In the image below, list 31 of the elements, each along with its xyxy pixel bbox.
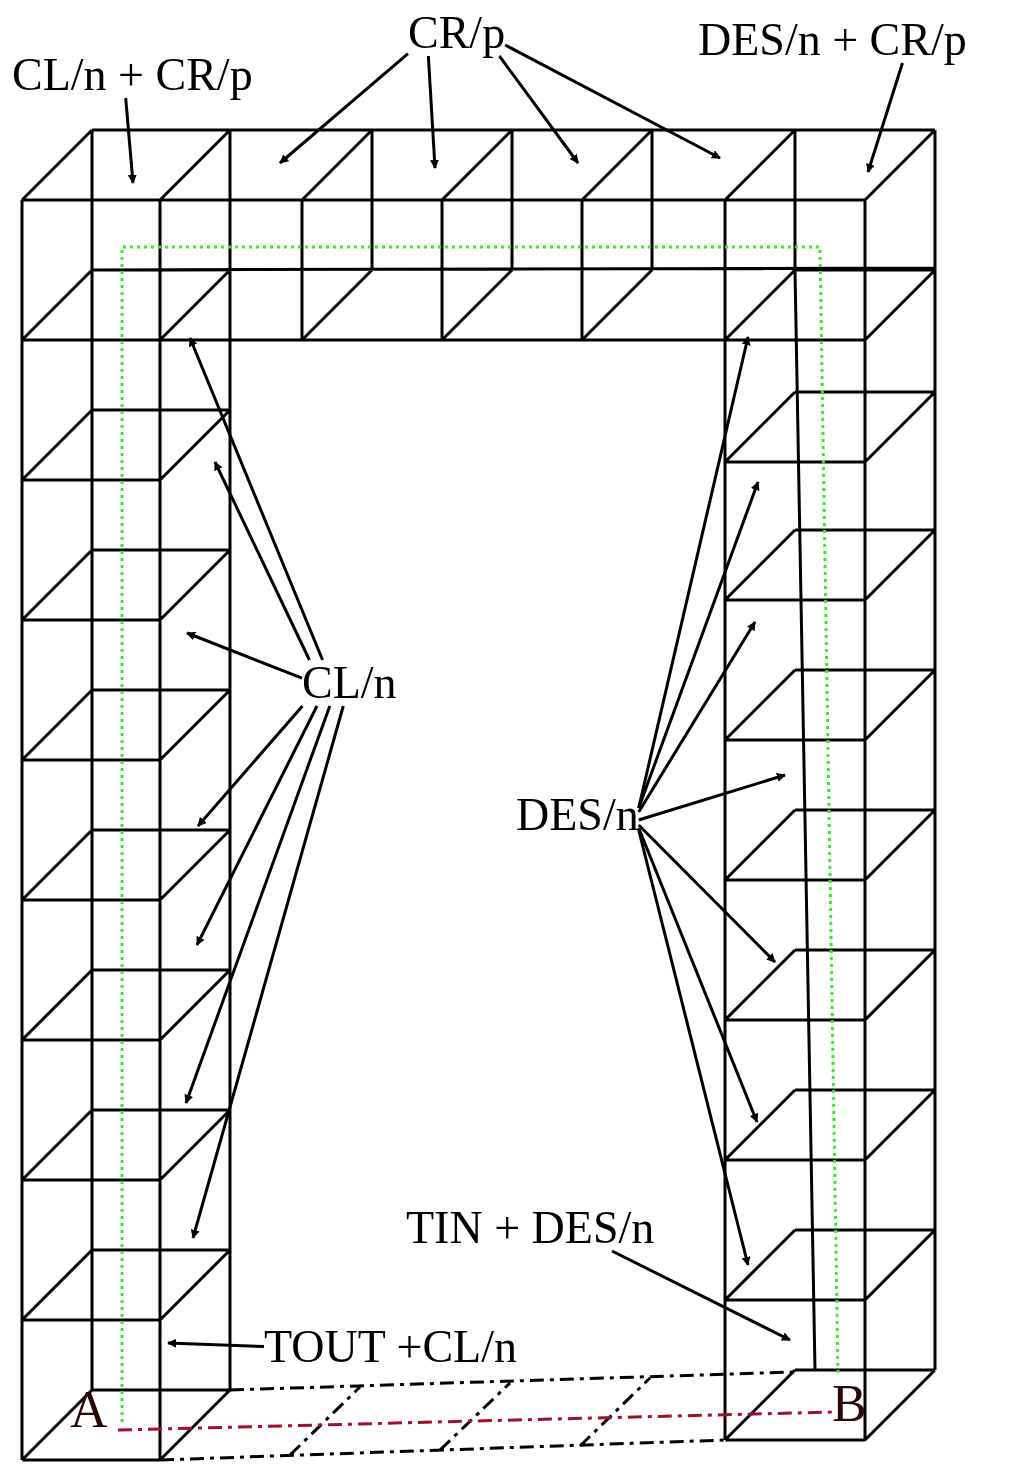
leader-arrow — [190, 705, 345, 1239]
callout-label: DES/n — [516, 792, 639, 838]
leader-arrow — [866, 62, 904, 173]
callout-label: TOUT +CL/n — [264, 1324, 517, 1370]
leader-arrow — [167, 1338, 265, 1349]
leader-arrow — [498, 55, 580, 164]
leader-arrow — [637, 481, 760, 809]
leader-arrow — [638, 773, 786, 822]
leader-arrow — [196, 705, 304, 827]
callout-label: CR/p — [408, 10, 506, 56]
point-label: B — [832, 1378, 867, 1430]
leader-arrow — [637, 621, 757, 813]
leader-arrow — [637, 829, 751, 1266]
callout-label: TIN + DES/n — [406, 1205, 655, 1251]
callout-label: DES/n + CR/p — [698, 17, 967, 63]
leader-arrow — [124, 97, 137, 184]
leader-arrow — [504, 43, 721, 160]
leader-arrow — [188, 337, 324, 661]
leader-arrow — [426, 55, 439, 169]
leader-arrow — [195, 705, 319, 946]
leader-arrow — [279, 52, 409, 165]
leader-arrow — [213, 461, 311, 661]
point-label: A — [70, 1384, 108, 1436]
leader-arrow — [184, 705, 332, 1104]
leader-arrow — [186, 631, 303, 680]
leader-arrow — [637, 827, 759, 1123]
leader-arrow — [637, 336, 751, 809]
leader-arrow — [637, 823, 777, 964]
callout-label: CL/n — [302, 660, 397, 706]
leader-arrow — [611, 1249, 791, 1342]
callout-label: CL/n + CR/p — [12, 52, 253, 98]
